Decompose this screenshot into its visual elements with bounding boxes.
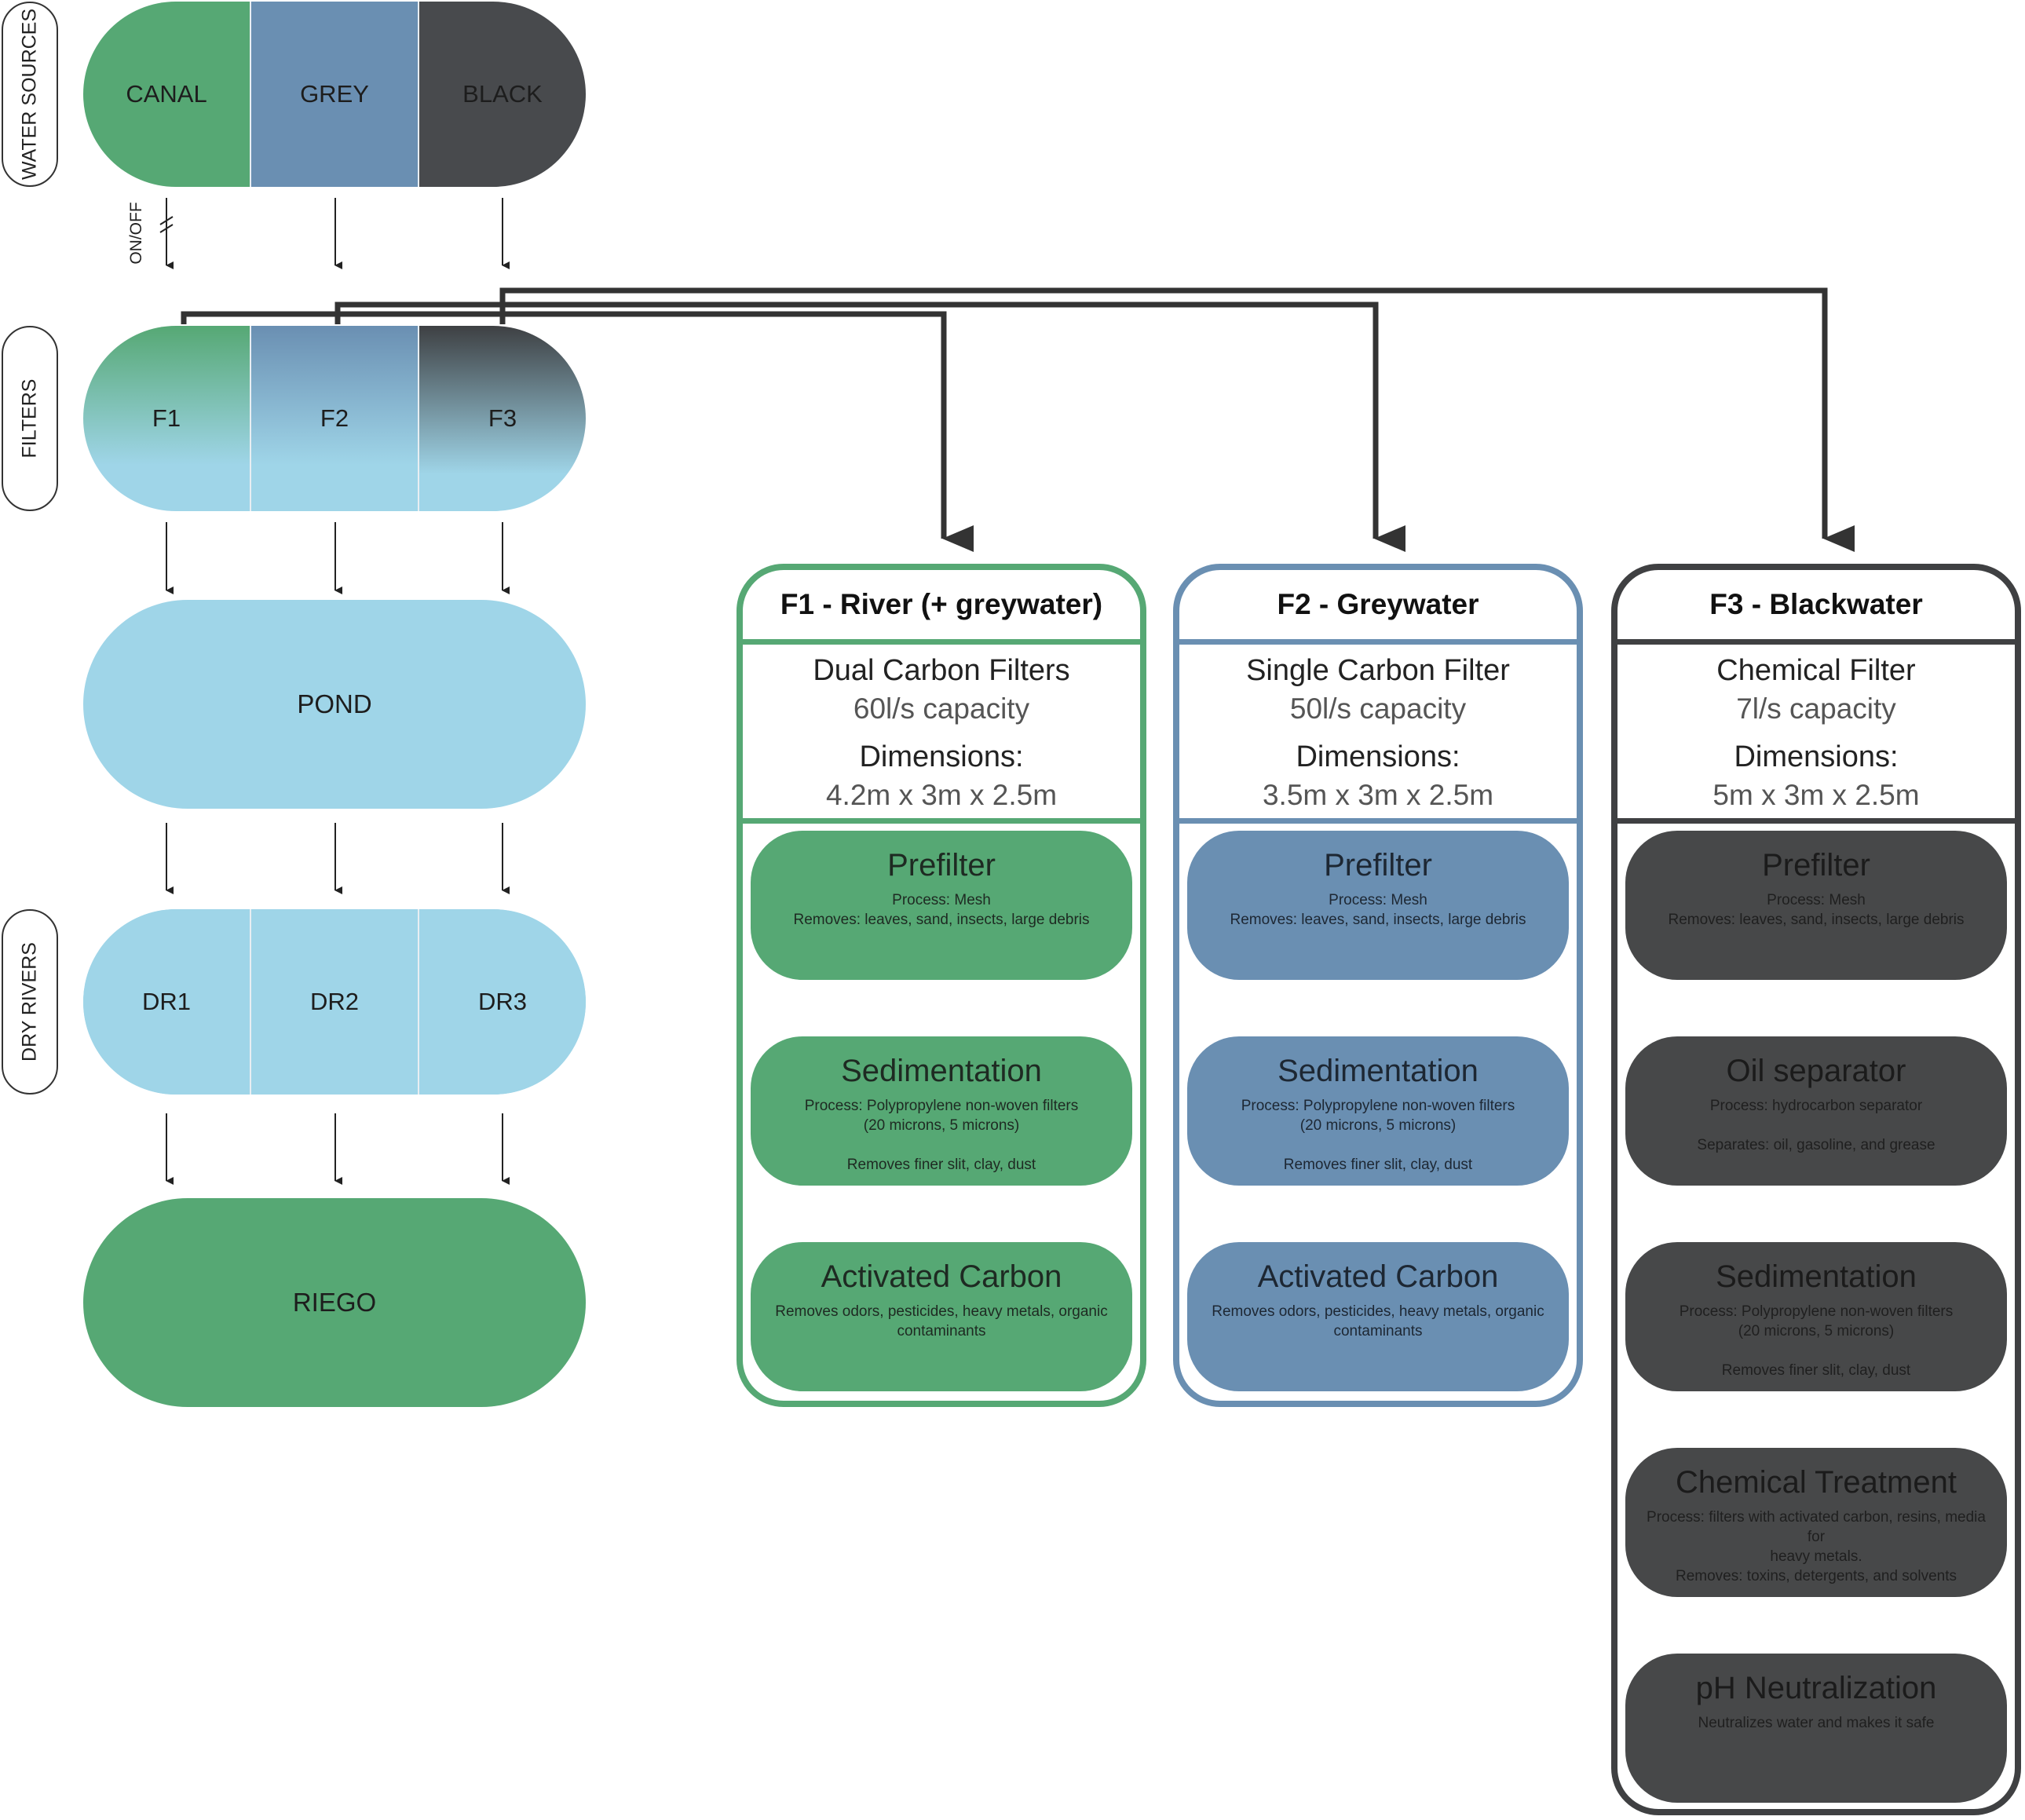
dimensions-label: Dimensions: xyxy=(1296,740,1460,773)
dry-rivers-pill: DR1 DR2 DR3 xyxy=(83,909,586,1095)
step-desc: Neutralizes water and makes it safe xyxy=(1698,1715,1935,1731)
step-chemical-treatment: Chemical Treatment Process: filters with… xyxy=(1625,1448,2007,1597)
step-desc: Removes odors, pesticides, heavy metals,… xyxy=(775,1303,1108,1339)
step-prefilter: Prefilter Process: Mesh Removes: leaves,… xyxy=(1625,831,2007,980)
side-label-text: FILTERS xyxy=(18,378,41,459)
connector-f2-panel xyxy=(334,302,1405,552)
dry-river-dr1: DR1 xyxy=(83,909,250,1095)
filter-f1: F1 xyxy=(83,326,250,511)
filters-pill: F1 F2 F3 xyxy=(83,326,586,511)
dry-river-dr2: DR2 xyxy=(250,909,418,1095)
step-title: Prefilter xyxy=(1762,848,1870,883)
riego-label: RIEGO xyxy=(292,1288,377,1317)
step-title: Sedimentation xyxy=(1716,1259,1917,1294)
filter-capacity: 7l/s capacity xyxy=(1736,693,1896,725)
pond-pill: POND xyxy=(83,600,586,809)
panel-title: F3 - Blackwater xyxy=(1617,570,2015,645)
filter-f2: F2 xyxy=(250,326,418,511)
panel-info: Dual Carbon Filters 60l/s capacity Dimen… xyxy=(743,645,1140,824)
source-grey: GREY xyxy=(250,2,418,187)
step-desc: Process: hydrocarbon separator Separates… xyxy=(1697,1098,1935,1153)
step-prefilter: Prefilter Process: Mesh Removes: leaves,… xyxy=(751,831,1132,980)
dry-river-dr3: DR3 xyxy=(418,909,586,1095)
step-activated-carbon: Activated Carbon Removes odors, pesticid… xyxy=(751,1242,1132,1391)
panel-title: F1 - River (+ greywater) xyxy=(743,570,1140,645)
step-desc: Removes odors, pesticides, heavy metals,… xyxy=(1212,1303,1544,1339)
step-activated-carbon: Activated Carbon Removes odors, pesticid… xyxy=(1187,1242,1569,1391)
connector-f1-panel xyxy=(181,311,974,552)
step-title: Activated Carbon xyxy=(821,1259,1062,1294)
filter-name: Single Carbon Filter xyxy=(1246,654,1510,687)
step-sedimentation: Sedimentation Process: Polypropylene non… xyxy=(1625,1242,2007,1391)
onoff-label: ON/OFF xyxy=(127,202,145,265)
dimensions-label: Dimensions: xyxy=(1734,740,1899,773)
panel-f1: F1 - River (+ greywater) Dual Carbon Fil… xyxy=(737,564,1146,1407)
dimensions-value: 4.2m x 3m x 2.5m xyxy=(825,779,1058,811)
step-desc: Process: Mesh Removes: leaves, sand, ins… xyxy=(1230,892,1526,928)
source-canal: CANAL xyxy=(83,2,250,187)
side-label-water-sources: WATER SOURCES xyxy=(2,2,58,187)
panel-info: Chemical Filter 7l/s capacity Dimensions… xyxy=(1617,645,2015,824)
step-title: Sedimentation xyxy=(1278,1054,1479,1088)
step-ph-neutralization: pH Neutralization Neutralizes water and … xyxy=(1625,1654,2007,1803)
source-black: BLACK xyxy=(418,2,586,187)
panel-f2: F2 - Greywater Single Carbon Filter 50l/… xyxy=(1173,564,1583,1407)
pond-label: POND xyxy=(297,689,372,718)
filter-capacity: 50l/s capacity xyxy=(1289,693,1467,725)
filter-capacity: 60l/s capacity xyxy=(853,693,1030,725)
filter-f3: F3 xyxy=(418,326,586,511)
side-label-text: WATER SOURCES xyxy=(18,8,41,181)
step-desc: Process: Polypropylene non-woven filters… xyxy=(1679,1303,1954,1379)
side-label-dry-rivers: DRY RIVERS xyxy=(2,909,58,1095)
panel-f3: F3 - Blackwater Chemical Filter 7l/s cap… xyxy=(1611,564,2021,1815)
step-sedimentation: Sedimentation Process: Polypropylene non… xyxy=(1187,1036,1569,1186)
step-oil-separator: Oil separator Process: hydrocarbon separ… xyxy=(1625,1036,2007,1186)
step-desc: Process: Polypropylene non-woven filters… xyxy=(804,1098,1079,1173)
panel-info: Single Carbon Filter 50l/s capacity Dime… xyxy=(1179,645,1577,824)
dimensions-label: Dimensions: xyxy=(859,740,1024,773)
step-desc: Process: Mesh Removes: leaves, sand, ins… xyxy=(793,892,1090,928)
connector-f3-panel xyxy=(499,287,1855,552)
step-prefilter: Prefilter Process: Mesh Removes: leaves,… xyxy=(1187,831,1569,980)
side-label-filters: FILTERS xyxy=(2,326,58,511)
dimensions-value: 5m x 3m x 2.5m xyxy=(1712,779,1920,811)
step-title: Oil separator xyxy=(1726,1054,1906,1088)
step-desc: Process: filters with activated carbon, … xyxy=(1647,1509,1986,1584)
side-label-text: DRY RIVERS xyxy=(18,942,41,1062)
step-title: pH Neutralization xyxy=(1695,1671,1937,1705)
step-title: Prefilter xyxy=(1324,848,1432,883)
step-title: Sedimentation xyxy=(841,1054,1042,1088)
step-title: Prefilter xyxy=(887,848,996,883)
riego-pill: RIEGO xyxy=(83,1198,586,1407)
step-desc: Process: Mesh Removes: leaves, sand, ins… xyxy=(1668,892,1965,928)
step-title: Chemical Treatment xyxy=(1676,1465,1957,1500)
panel-title: F2 - Greywater xyxy=(1179,570,1577,645)
water-sources-pill: CANAL GREY BLACK xyxy=(83,2,586,187)
step-desc: Process: Polypropylene non-woven filters… xyxy=(1241,1098,1515,1173)
step-sedimentation: Sedimentation Process: Polypropylene non… xyxy=(751,1036,1132,1186)
step-title: Activated Carbon xyxy=(1257,1259,1499,1294)
filter-name: Dual Carbon Filters xyxy=(813,654,1070,687)
filter-name: Chemical Filter xyxy=(1716,654,1916,687)
onoff-break-icon xyxy=(159,216,174,233)
dimensions-value: 3.5m x 3m x 2.5m xyxy=(1262,779,1494,811)
